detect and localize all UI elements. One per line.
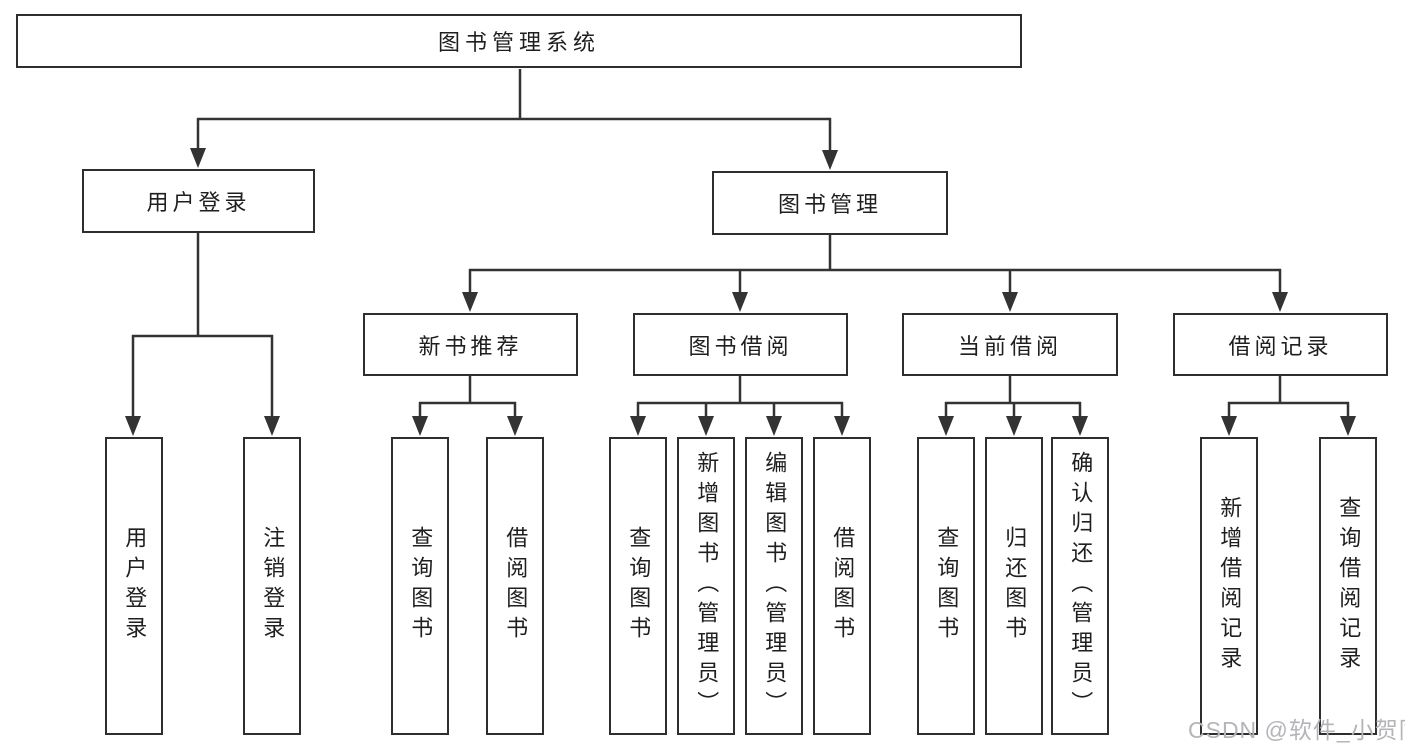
node-label: 用户登录 (146, 190, 251, 215)
leaf-user-login: 用户登录 (105, 437, 163, 735)
leaf-label: 查询借阅记录 (1336, 496, 1362, 676)
node-book-management: 图书管理 (712, 171, 948, 235)
node-current-borrowing: 当前借阅 (902, 313, 1118, 376)
leaf-query-borrow-record: 查询借阅记录 (1319, 437, 1377, 735)
node-label: 图书管理 (777, 192, 882, 217)
leaf-label: 注销登录 (260, 526, 286, 646)
leaf-label: 确认归还（管理员） (1068, 451, 1094, 721)
root-label: 图书管理系统 (437, 30, 600, 55)
leaf-label: 借阅图书 (830, 526, 856, 646)
leaf-add-borrow-record: 新增借阅记录 (1200, 437, 1258, 735)
leaf-label: 新增图书（管理员） (694, 451, 720, 721)
leaf-query-books-recommend: 查询图书 (391, 437, 449, 735)
node-library-system-root: 图书管理系统 (16, 14, 1022, 68)
leaf-label: 新增借阅记录 (1217, 496, 1243, 676)
leaf-label: 查询图书 (408, 526, 434, 646)
leaf-logout: 注销登录 (243, 437, 301, 735)
node-label: 当前借阅 (957, 333, 1062, 359)
node-new-book-recommendation: 新书推荐 (363, 313, 578, 376)
leaf-return-books: 归还图书 (985, 437, 1043, 735)
leaf-edit-books-admin: 编辑图书（管理员） (745, 437, 803, 735)
leaf-label: 查询图书 (626, 526, 652, 646)
leaf-label: 编辑图书（管理员） (762, 451, 788, 721)
node-book-borrowing: 图书借阅 (633, 313, 848, 376)
leaf-borrow-books-recommend: 借阅图书 (486, 437, 544, 735)
leaf-borrow-books-borrowing: 借阅图书 (813, 437, 871, 735)
node-user-login: 用户登录 (82, 169, 315, 233)
leaf-confirm-return-admin: 确认归还（管理员） (1051, 437, 1109, 735)
leaf-label: 用户登录 (122, 526, 148, 646)
leaf-add-books-admin: 新增图书（管理员） (677, 437, 735, 735)
csdn-watermark: CSDN @软件_小贺同学 (1188, 717, 1405, 743)
node-label: 借阅记录 (1228, 333, 1333, 359)
node-label: 图书借阅 (688, 333, 793, 359)
node-borrowing-records: 借阅记录 (1173, 313, 1388, 376)
node-label: 新书推荐 (418, 333, 523, 359)
leaf-label: 归还图书 (1002, 526, 1028, 646)
leaf-label: 查询图书 (934, 526, 960, 646)
leaf-label: 借阅图书 (503, 526, 529, 646)
leaf-query-books-current: 查询图书 (917, 437, 975, 735)
leaf-query-books-borrowing: 查询图书 (609, 437, 667, 735)
